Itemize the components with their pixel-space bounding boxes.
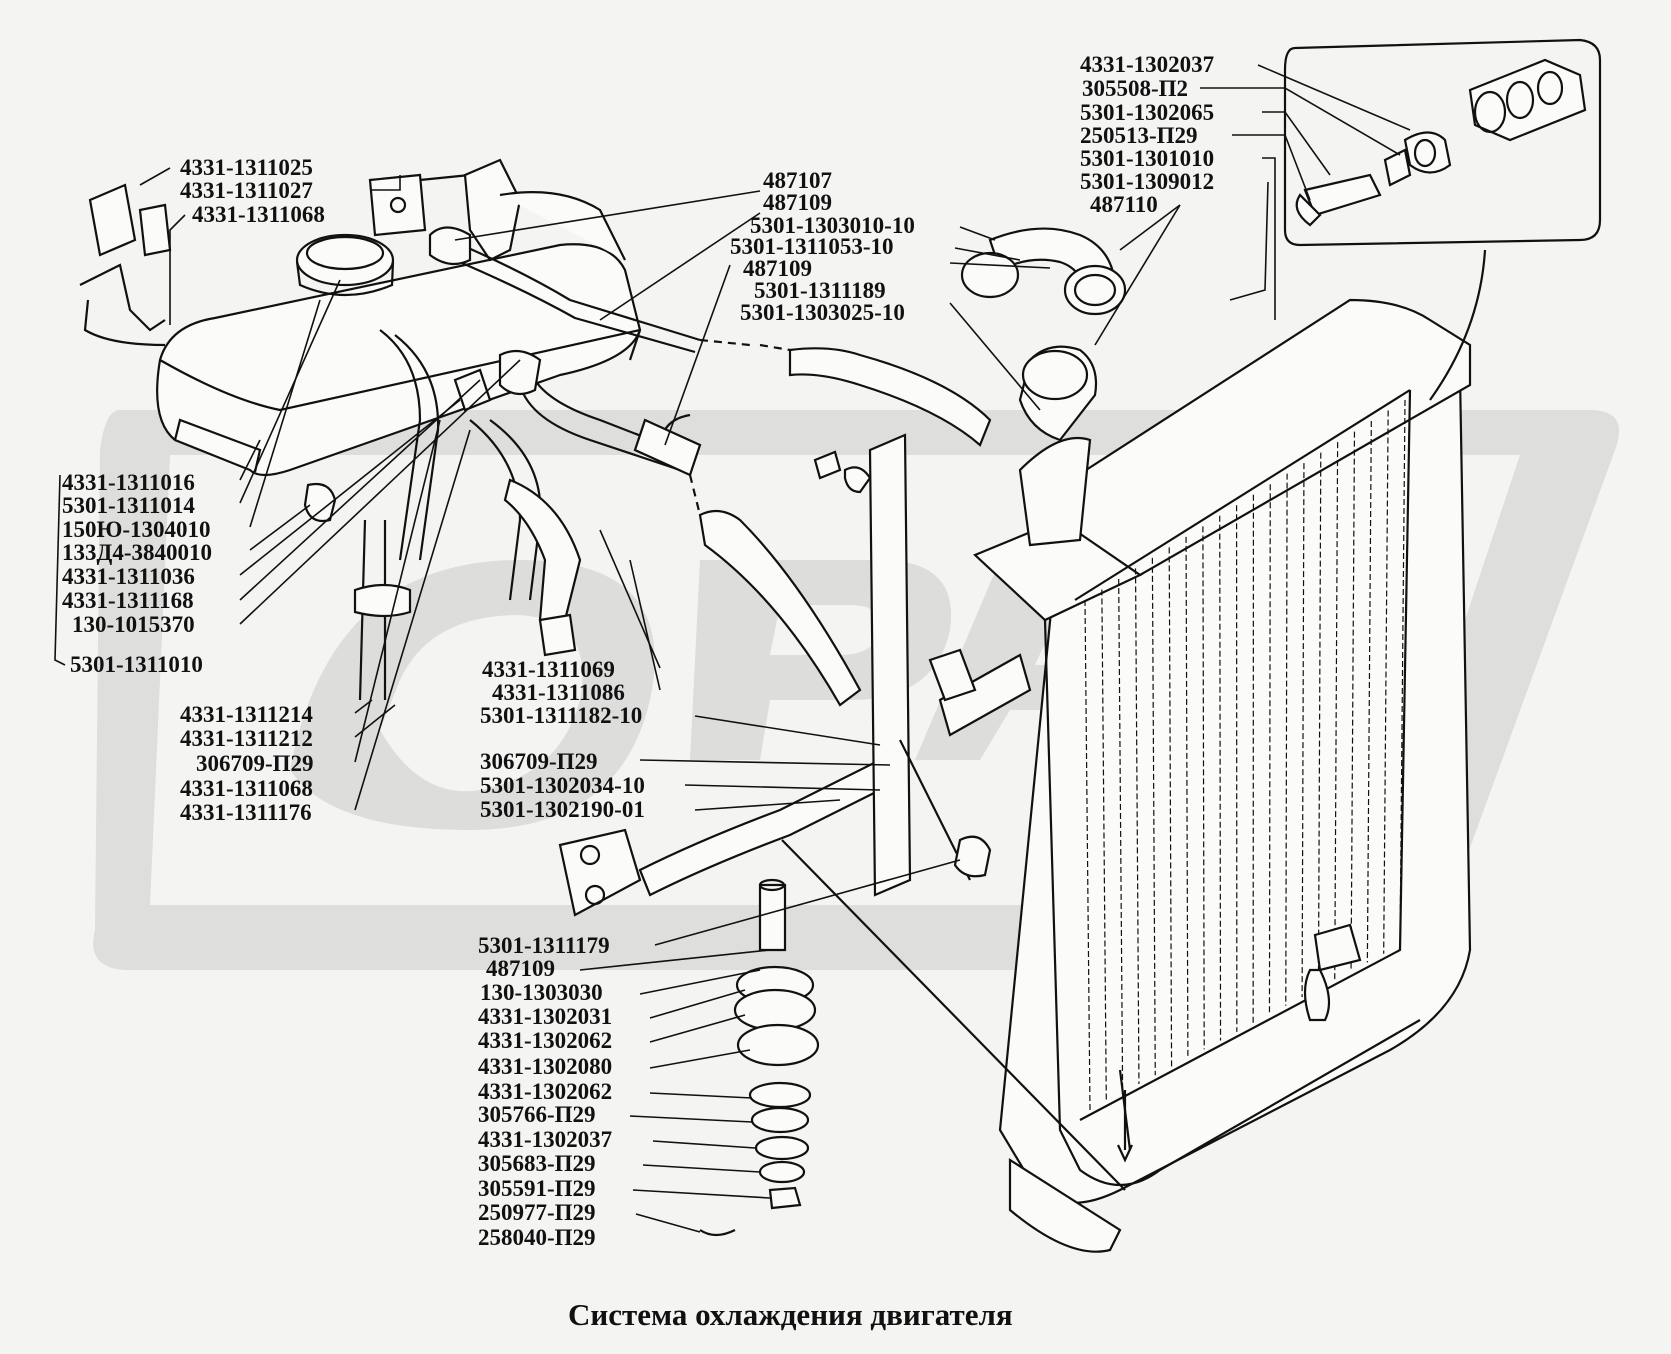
diagram-title: Система охлаждения двигателя <box>568 1297 1013 1332</box>
label-4331-1311168: 4331-1311168 <box>62 588 194 613</box>
label-4331-1311176: 4331-1311176 <box>180 800 312 825</box>
radiator-fin <box>1134 568 1140 1084</box>
label-130-1015370: 130-1015370 <box>72 612 195 637</box>
label-5301-1309012: 5301-1309012 <box>1080 169 1214 194</box>
mounting-stack <box>699 839 1133 1237</box>
radiator-fin <box>1118 578 1124 1093</box>
label-4331-1311069: 4331-1311069 <box>482 657 615 682</box>
radiator-fin <box>1383 410 1389 954</box>
label-487109-mid: 487109 <box>743 256 812 281</box>
label-305766-p29: 305766-П29 <box>478 1102 596 1127</box>
label-4331-1311214: 4331-1311214 <box>180 702 313 727</box>
radiator-fin <box>1185 536 1189 1058</box>
drain-cock-inset <box>1283 38 1602 401</box>
label-5301-1303025-10: 5301-1303025-10 <box>740 300 905 325</box>
radiator-fin <box>1301 463 1305 998</box>
part-labels: 4331-1302037 305508-П2 5301-1302065 2505… <box>62 52 1214 1250</box>
label-5301-1311182-10: 5301-1311182-10 <box>480 703 642 728</box>
label-305508-p2: 305508-П2 <box>1082 76 1188 101</box>
upper-hose-elbows <box>960 227 1127 442</box>
label-5301-1301010: 5301-1301010 <box>1080 146 1214 171</box>
radiator-fin <box>1399 399 1406 946</box>
radiator-fin <box>1151 557 1156 1076</box>
label-4331-1302062-a: 4331-1302062 <box>478 1028 612 1053</box>
label-4331-1311086: 4331-1311086 <box>492 680 625 705</box>
radiator-fins <box>1084 399 1406 1111</box>
label-5301-1302065: 5301-1302065 <box>1080 100 1214 125</box>
label-4331-1302062-b: 4331-1302062 <box>478 1079 612 1104</box>
label-4331-1302031: 4331-1302031 <box>478 1004 612 1029</box>
leader-lines <box>54 64 1411 1233</box>
label-306709-p29-left: 306709-П29 <box>196 751 314 776</box>
label-250977-p29: 250977-П29 <box>478 1200 596 1225</box>
radiator-fin <box>1202 526 1205 1050</box>
label-250513-p29: 250513-П29 <box>1080 123 1198 148</box>
label-5301-1311189: 5301-1311189 <box>754 278 886 303</box>
label-487109-top: 487109 <box>763 190 832 215</box>
label-150yu-1304010: 150Ю-1304010 <box>62 517 211 542</box>
radiator <box>972 298 1472 1253</box>
label-5301-1302034-10: 5301-1302034-10 <box>480 773 645 798</box>
label-5301-1311179: 5301-1311179 <box>478 933 610 958</box>
label-5301-1311053-10: 5301-1311053-10 <box>730 234 894 259</box>
label-487110: 487110 <box>1090 192 1158 217</box>
radiator-fin <box>1268 484 1271 1015</box>
label-4331-1311016: 4331-1311016 <box>62 470 195 495</box>
label-130-1303030: 130-1303030 <box>480 980 603 1005</box>
radiator-fin <box>1101 589 1107 1102</box>
label-4331-1311212: 4331-1311212 <box>180 726 313 751</box>
radiator-fin <box>1084 599 1091 1111</box>
label-487107: 487107 <box>763 168 832 193</box>
label-4331-1302037-low: 4331-1302037 <box>478 1127 612 1152</box>
label-4331-1302080: 4331-1302080 <box>478 1054 612 1079</box>
middle-hoses <box>633 338 992 707</box>
label-4331-1311025: 4331-1311025 <box>180 155 313 180</box>
radiator-fin <box>1168 547 1173 1067</box>
label-305591-p29: 305591-П29 <box>478 1176 596 1201</box>
label-4331-1311068-top: 4331-1311068 <box>192 202 325 227</box>
label-5301-1311010: 5301-1311010 <box>70 652 203 677</box>
filler-cap <box>295 233 395 287</box>
radiator-fin <box>1366 421 1372 963</box>
radiator-fin <box>1219 515 1222 1041</box>
label-258040-p29: 258040-П29 <box>478 1225 596 1250</box>
radiator-fin <box>1285 473 1288 1006</box>
label-5301-1311014: 5301-1311014 <box>62 493 195 518</box>
label-306709-p29-mid: 306709-П29 <box>480 749 598 774</box>
label-5301-1302190-01: 5301-1302190-01 <box>480 797 645 822</box>
label-487109-low: 487109 <box>486 956 555 981</box>
lower-pipe-and-bracket <box>558 433 1032 917</box>
label-4331-1302037-top: 4331-1302037 <box>1080 52 1214 77</box>
label-4331-1311027: 4331-1311027 <box>180 178 313 203</box>
label-4331-1311036: 4331-1311036 <box>62 564 195 589</box>
label-4331-1311068-low: 4331-1311068 <box>180 776 313 801</box>
label-5301-1303010-10: 5301-1303010-10 <box>750 213 915 238</box>
radiator-fin <box>1317 452 1322 989</box>
label-133d4-3840010: 133Д4-3840010 <box>62 540 212 565</box>
label-305683-p29: 305683-П29 <box>478 1151 596 1176</box>
